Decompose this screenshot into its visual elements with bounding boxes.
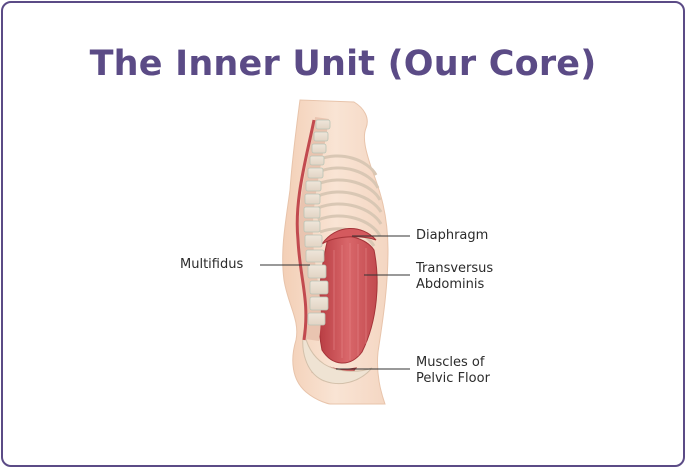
label-pelvic-line2: Pelvic Floor xyxy=(416,371,490,386)
label-pelvic-floor: Muscles of Pelvic Floor xyxy=(416,355,490,387)
label-transversus-abdominis: Transversus Abdominis xyxy=(416,261,493,293)
muscle-fibers xyxy=(333,243,367,360)
label-multifidus: Multifidus xyxy=(180,257,244,272)
label-transversus-line2: Abdominis xyxy=(416,277,485,292)
pelvis-bone xyxy=(302,329,373,384)
label-pelvic-line1: Muscles of xyxy=(416,355,485,370)
label-diaphragm: Diaphragm xyxy=(416,228,489,243)
leader-lines xyxy=(260,235,410,370)
diagram-title: The Inner Unit (Our Core) xyxy=(89,44,597,84)
diaphragm-muscle xyxy=(321,227,377,245)
vertebrae xyxy=(303,119,331,326)
label-transversus-line1: Transversus xyxy=(416,261,494,276)
